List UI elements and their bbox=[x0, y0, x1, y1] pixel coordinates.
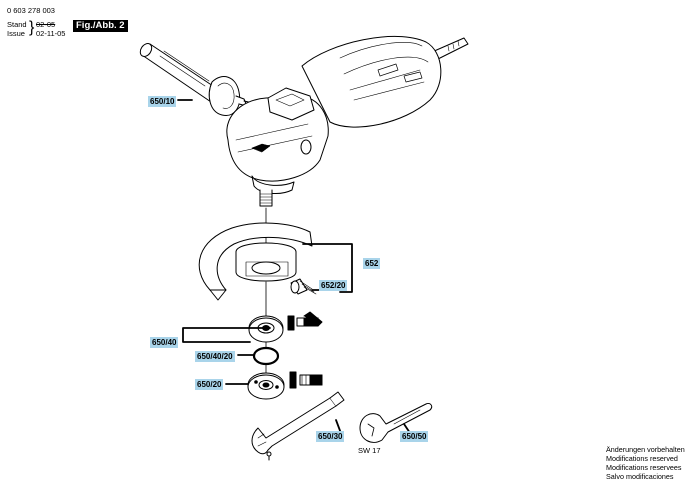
callout-650-30: 650/30 bbox=[316, 431, 345, 442]
callout-650-40: 650/40 bbox=[150, 337, 179, 348]
pin-spanner bbox=[251, 391, 345, 461]
o-ring bbox=[252, 346, 280, 366]
issue-label: Issue bbox=[7, 29, 25, 38]
clamp-screw bbox=[290, 278, 317, 295]
open-end-wrench bbox=[359, 403, 433, 443]
figure-label: Fig./Abb. 2 bbox=[73, 20, 128, 32]
stand-label: Stand bbox=[7, 20, 27, 29]
motor-housing bbox=[301, 35, 442, 128]
side-handle bbox=[139, 43, 259, 116]
callout-650-50: 650/50 bbox=[400, 431, 429, 442]
note-french: Modifications reservees bbox=[606, 463, 682, 472]
note-spanish: Salvo modificaciones bbox=[606, 472, 674, 481]
callout-650-40-20: 650/40/20 bbox=[195, 351, 235, 362]
note-english: Modifications reserved bbox=[606, 454, 678, 463]
callout-650-10: 650/10 bbox=[148, 96, 177, 107]
gear-head bbox=[226, 87, 329, 194]
old-issue-date: 02-05 bbox=[36, 20, 56, 29]
part-number: 0 603 278 003 bbox=[7, 6, 55, 15]
callout-652-20: 652/20 bbox=[319, 280, 348, 291]
wheel-guard bbox=[198, 222, 313, 301]
header-brace: } bbox=[29, 19, 35, 36]
flange-section-icon bbox=[287, 311, 323, 331]
callout-652: 652 bbox=[363, 258, 381, 269]
clamping-nut bbox=[247, 372, 285, 400]
callout-650-20: 650/20 bbox=[195, 379, 224, 390]
note-german: Änderungen vorbehalten bbox=[606, 445, 685, 454]
clamping-flange bbox=[248, 315, 284, 343]
new-issue-date: 02-11-05 bbox=[36, 29, 66, 38]
nut-section-icon bbox=[289, 371, 323, 389]
wrench-size-label: SW 17 bbox=[358, 446, 381, 455]
